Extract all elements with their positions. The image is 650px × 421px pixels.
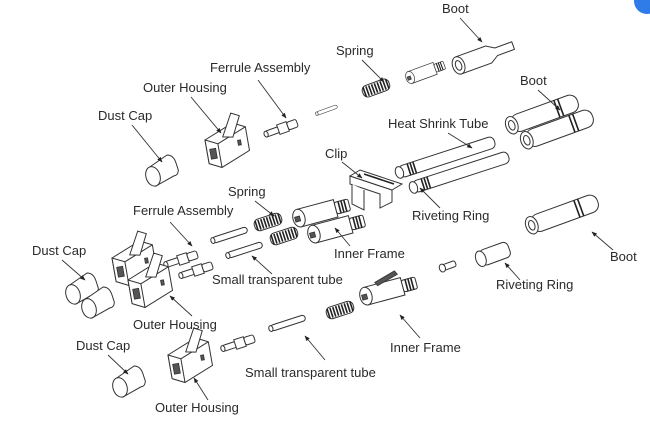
- label-dust-cap-top: Dust Cap: [98, 108, 152, 123]
- label-ferrule-duplex: Ferrule Assembly: [133, 203, 234, 218]
- leader-heat-shrink-tube: [447, 132, 473, 149]
- label-small-tube-bottom: Small transparent tube: [245, 365, 376, 380]
- inner-frame-top: [403, 58, 448, 86]
- ferrule-assembly-top: [261, 117, 300, 141]
- leader-outer-housing-top: [190, 96, 222, 134]
- leader-spring-duplex: [254, 200, 275, 217]
- boot-bottom: [522, 192, 602, 237]
- label-riveting-ring-duplex: Riveting Ring: [412, 208, 489, 223]
- leader-inner-frame-bottom: [399, 314, 421, 339]
- label-spring-duplex: Spring: [228, 184, 266, 199]
- small-tube-top: [314, 104, 339, 117]
- label-riveting-ring-bottom: Riveting Ring: [496, 277, 573, 292]
- leader-boot-bottom: [591, 231, 614, 251]
- leader-boot-duplex: [537, 89, 561, 111]
- label-inner-frame-bottom: Inner Frame: [390, 340, 461, 355]
- leader-inner-frame-duplex: [334, 227, 351, 247]
- label-outer-housing-duplex: Outer Housing: [133, 317, 217, 332]
- label-heat-shrink-tube: Heat Shrink Tube: [388, 116, 488, 131]
- outer-housing-bottom: [163, 325, 216, 386]
- label-outer-housing-top: Outer Housing: [143, 80, 227, 95]
- label-dust-cap-bottom: Dust Cap: [76, 338, 130, 353]
- label-outer-housing-bottom: Outer Housing: [155, 400, 239, 415]
- leader-dust-cap-top: [131, 124, 163, 163]
- leader-small-tube-duplex: [251, 255, 273, 275]
- label-spring-top: Spring: [336, 43, 374, 58]
- leader-riveting-ring-duplex: [419, 187, 441, 209]
- label-boot-bottom: Boot: [610, 249, 637, 264]
- ferrule-assembly-bottom: [218, 333, 257, 355]
- clip: [348, 169, 404, 211]
- label-dust-cap-duplex: Dust Cap: [32, 243, 86, 258]
- spring-top: [359, 76, 393, 100]
- spring-duplex-1: [252, 211, 284, 233]
- small-tube-duplex-1: [209, 226, 249, 245]
- boot-top: [451, 41, 516, 75]
- label-small-tube-duplex: Small transparent tube: [212, 272, 343, 287]
- spring-bottom: [324, 299, 356, 321]
- label-clip: Clip: [325, 146, 347, 161]
- dust-cap-top: [140, 152, 182, 189]
- inner-frame-bottom: [357, 270, 420, 308]
- dust-cap-bottom: [107, 363, 149, 400]
- leader-outer-housing-bottom: [193, 377, 209, 401]
- leader-clip: [341, 161, 363, 179]
- leader-spring-top: [361, 59, 385, 83]
- leader-dust-cap-bottom: [107, 354, 129, 375]
- leader-small-tube-bottom: [304, 335, 326, 361]
- riveting-ring-bottom: [474, 241, 511, 267]
- label-boot-duplex: Boot: [520, 73, 547, 88]
- label-ferrule-top: Ferrule Assembly: [210, 60, 311, 75]
- label-inner-frame-duplex: Inner Frame: [334, 246, 405, 261]
- leader-boot-top: [459, 17, 483, 43]
- crimp-sleeve-bottom: [438, 260, 457, 273]
- small-tube-bottom: [267, 314, 307, 333]
- leader-dust-cap-duplex: [61, 259, 86, 281]
- spring-duplex-2: [268, 225, 300, 247]
- leader-riveting-ring-bottom: [504, 262, 521, 281]
- leader-ferrule-top: [257, 79, 287, 119]
- outer-housing-top: [200, 110, 253, 171]
- corner-badge: [634, 0, 650, 14]
- small-tube-duplex-2: [224, 241, 264, 260]
- leader-ferrule-duplex: [169, 221, 193, 247]
- leader-outer-housing-duplex: [169, 295, 193, 317]
- label-boot-top: Boot: [442, 1, 469, 16]
